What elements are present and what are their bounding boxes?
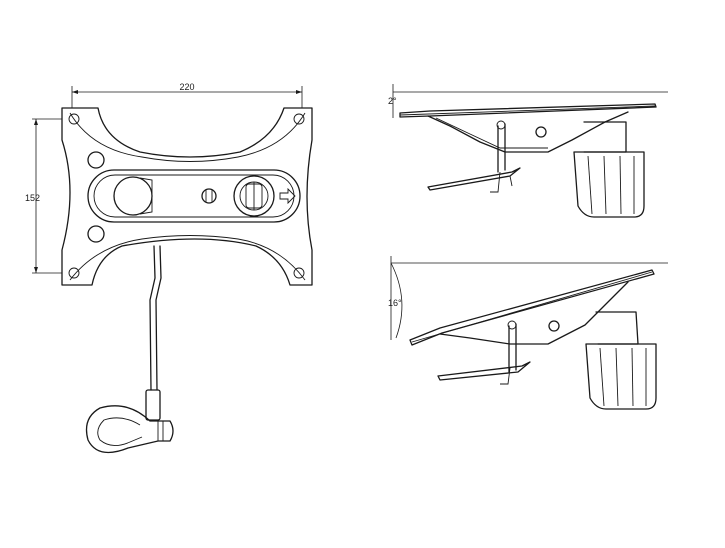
corner-holes [68, 113, 305, 279]
height-dimension: 152 [25, 118, 62, 274]
mechanism-plate [61, 107, 313, 286]
gas-lift-cylinder [573, 151, 645, 218]
center-bolt [201, 188, 217, 204]
side-hole-lower [87, 225, 105, 243]
tilt-small-label: 2° [388, 96, 397, 106]
top-view: 220 152 [25, 82, 313, 454]
side-view-2deg: 2° [388, 84, 668, 218]
center-slot [87, 169, 301, 223]
lever-rod [149, 245, 162, 391]
lever-paddle [85, 405, 174, 454]
width-label: 220 [179, 82, 194, 92]
side-hole-upper [87, 151, 105, 169]
width-dimension: 220 [71, 82, 303, 108]
side-view-16deg: 16° [388, 256, 668, 410]
lock-knob [233, 175, 275, 217]
seat-plate-tilted [409, 269, 655, 346]
height-label: 152 [25, 193, 40, 203]
gas-lift-upper [583, 121, 627, 153]
lever-arm [427, 167, 521, 191]
arrow-icon [279, 187, 296, 205]
seat-plate-top [399, 103, 657, 118]
spindle-hole [113, 176, 153, 216]
gas-lift-cylinder-tilted [585, 343, 657, 410]
tilt-large-label: 16° [388, 298, 402, 308]
